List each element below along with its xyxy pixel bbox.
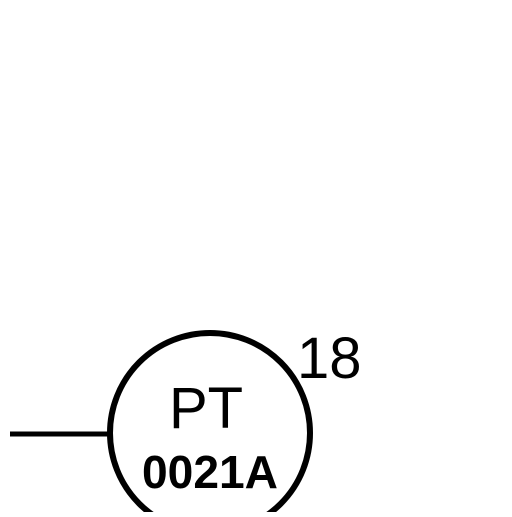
instrument-circle bbox=[107, 330, 313, 517]
instrument-loop-number: 0021A bbox=[142, 446, 278, 498]
callout-number: 18 bbox=[297, 326, 362, 391]
instrument-function-code: PT bbox=[169, 376, 243, 441]
instrument-bubble: PT 0021A bbox=[107, 330, 313, 517]
